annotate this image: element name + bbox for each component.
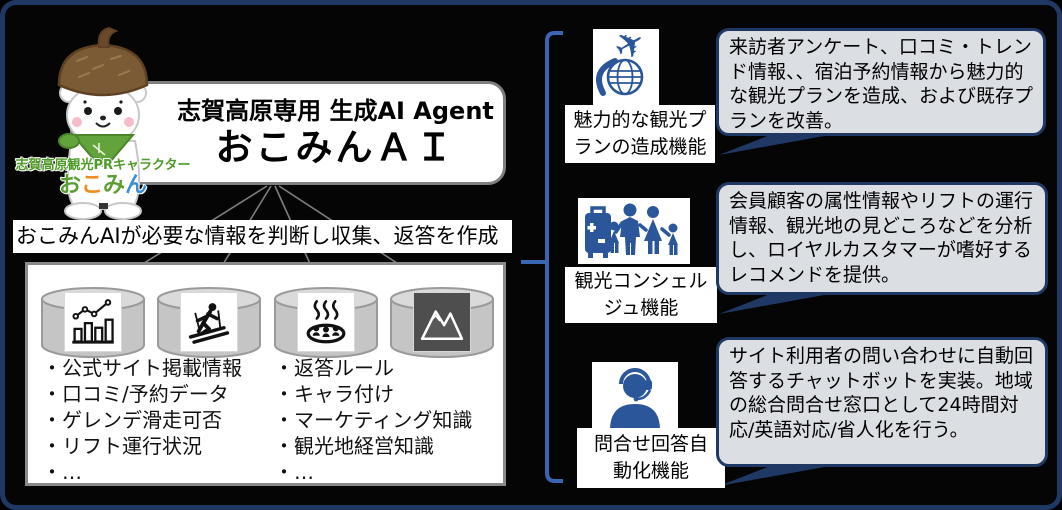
mascot-cheek xyxy=(72,117,82,127)
mascot-mouth xyxy=(95,122,111,128)
feature-bubble-concierge: 会員顧客の属性情報やリフトの運行情報、観光地の見どころなどを分析し、ロイヤルカス… xyxy=(716,182,1048,295)
travel-globe-plane-icon: ✈ xyxy=(593,29,659,105)
mascot-caption-role: 志賀高原観光PRキャラクター xyxy=(15,158,191,173)
feature-label-concierge: 観光コンシェル ジュ機能 xyxy=(565,267,717,323)
acorn-stalk xyxy=(97,26,119,48)
mascot-foot xyxy=(104,202,142,220)
list-item: ・ゲレンデ滑走可否 xyxy=(42,408,222,432)
bandana-knot xyxy=(58,133,80,149)
acorn-hatching xyxy=(76,55,130,78)
database-cylinder xyxy=(273,286,379,358)
mascot-eye xyxy=(114,107,122,115)
feature-bubble-inquiry-automation: サイト利用者の問い合わせに自動回答するチャットボットを実装。地域の総合問合せ窓口… xyxy=(716,337,1048,467)
title-subtitle: 志賀高原専用 生成AI Agent xyxy=(177,97,494,125)
list-item: ・観光地経営知識 xyxy=(274,434,434,458)
mascot-nose xyxy=(100,115,106,121)
hot-spring-icon xyxy=(298,293,354,351)
family-concierge-icon xyxy=(578,198,690,264)
title-main: おこみんＡＩ xyxy=(215,126,456,169)
source-list-left: ・公式サイト掲載情報 ・口コミ/予約データ ・ゲレンデ滑走可否 ・リフト運行状況… xyxy=(42,355,242,485)
mascot-bandana xyxy=(70,134,136,167)
mascot-name-char: お xyxy=(58,173,81,198)
list-item: ・公式サイト掲載情報 xyxy=(42,356,242,380)
mascot-brow xyxy=(83,100,87,104)
list-item: ・リフト運行状況 xyxy=(42,434,202,458)
list-item: ・… xyxy=(42,460,82,484)
list-item: ・キャラ付け xyxy=(274,382,394,406)
list-item: ・… xyxy=(274,460,314,484)
mascot-foot xyxy=(64,202,102,220)
mascot-brow xyxy=(119,100,123,104)
list-item: ・口コミ/予約データ xyxy=(42,382,229,406)
mascot-name: おこみん xyxy=(13,174,193,198)
database-cylinder xyxy=(389,286,495,358)
database-cylinder xyxy=(156,286,262,358)
mascot-name-char: み xyxy=(103,173,126,198)
mascot-name-char: こ xyxy=(80,173,103,198)
mascot-eye xyxy=(84,107,92,115)
pipeline-note: おこみんAIが必要な情報を判断し収集、返答を作成 xyxy=(13,220,512,253)
mascot-name-char: ん xyxy=(125,173,148,198)
list-item: ・マーケティング知識 xyxy=(274,408,473,432)
analytics-chart-icon xyxy=(65,293,121,351)
database-cylinder xyxy=(40,286,146,358)
knowledge-sources-box: ・公式サイト掲載情報 ・口コミ/予約データ ・ゲレンデ滑走可否 ・リフト運行状況… xyxy=(25,262,506,486)
skier-icon xyxy=(181,293,237,351)
support-agent-headset-icon xyxy=(592,362,678,430)
mountain-icon xyxy=(414,293,470,351)
source-list-right: ・返答ルール ・キャラ付け ・マーケティング知識 ・観光地経営知識 ・… xyxy=(274,355,472,485)
mascot-shadow xyxy=(99,203,108,209)
list-item: ・返答ルール xyxy=(274,356,394,380)
feature-label-inquiry-automation: 問合せ回答自 動化機能 xyxy=(577,428,725,488)
mascot-caption: 志賀高原観光PRキャラクター おこみん xyxy=(13,157,193,198)
feature-label-tour-plan: 魅力的な観光プ ランの造成機能 xyxy=(565,105,715,163)
feature-bubble-tour-plan: 来訪者アンケート、口コミ・トレンド情報、、宿泊予約情報から魅力的な観光プランを造… xyxy=(716,28,1046,136)
bandana-leaf xyxy=(92,143,106,156)
mascot-cheek xyxy=(124,117,134,127)
acorn-cap xyxy=(57,43,149,97)
features-bracket xyxy=(521,31,563,483)
